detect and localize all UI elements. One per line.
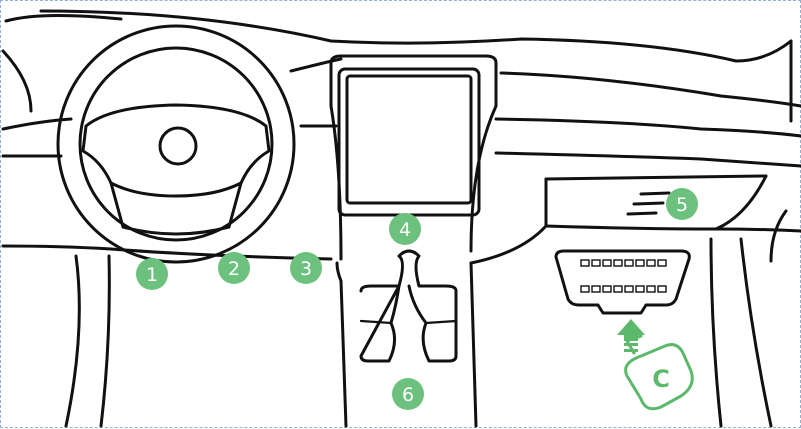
glovebox-handle-line-bottom [626,211,658,216]
glovebox-handle [626,191,671,216]
lower-dash-right [469,224,548,265]
left-floor-line-a [64,254,81,428]
spoke-bottom [121,225,231,236]
marker-5: 5 [666,188,698,220]
obd-pin [646,285,656,293]
obd-pin [591,285,601,293]
insert-arrow-head [617,319,645,341]
marker-5-label: 5 [676,194,688,216]
right-door-edge [769,209,788,263]
obd-pin [602,285,612,293]
dash-top-left [289,57,343,73]
gear-shifter-left-panel [359,284,401,363]
obd-pins-bottom-row [580,285,667,293]
marker-4: 4 [389,213,421,245]
steering-wheel-rim-outer [56,24,296,264]
glovebox-handle-line-mid [632,201,665,206]
glovebox-right [714,174,768,231]
marker-1: 1 [136,258,168,290]
obd-pin [580,285,590,293]
obd-pin [591,259,601,267]
obd-pin [646,259,656,267]
obd-pin [624,259,634,267]
steering-wheel-rim-inner [78,46,274,242]
right-floor-line-a [709,237,723,428]
connector-letter: C [652,365,670,393]
left-trim-top [1,117,73,131]
windshield-left-top [4,13,123,23]
obd-pin [602,259,612,267]
left-floor-line-b [99,254,111,428]
dash-top-right [499,71,801,108]
lower-dash-left [1,244,113,251]
obd-port [554,249,691,315]
obd-pins-top-row [580,259,667,267]
insert-arrow-bar-1 [624,343,638,346]
obd-pin [580,259,590,267]
marker-3-label: 3 [300,258,312,280]
connector-plug-tip [625,334,643,355]
dashboard-outline [1,9,801,428]
obd-pin [613,285,623,293]
obd-pin [657,259,667,267]
connector-plug-body [624,343,694,411]
gear-divider-left [359,319,393,325]
right-trim-bottom [494,151,801,168]
marker-2-label: 2 [228,258,240,280]
gear-divider-right [424,319,458,325]
steering-wheel-center [158,126,198,166]
marker-3: 3 [290,252,322,284]
obd-pin [657,285,667,293]
console-outline-right [329,54,498,253]
spoke-right [227,181,243,229]
screen-frame [337,67,481,217]
windshield-edge [39,9,793,63]
obd-connector: C [617,319,694,411]
spoke-left [109,181,125,229]
marker-1-label: 1 [146,264,158,286]
right-trim-top [494,117,801,138]
steering-wheel [56,24,296,264]
obd-port-housing [554,249,691,315]
screen-display [345,74,473,205]
gear-shifter-outline [359,249,458,363]
left-pillar [1,49,33,113]
right-floor-line-b [739,237,773,428]
marker-6-label: 6 [402,384,414,406]
obd-pin [624,285,634,293]
glovebox-top [544,174,768,181]
marker-6: 6 [392,378,424,410]
glovebox-handle-line-top [639,191,671,196]
tunnel-left [335,261,348,428]
glovebox-bottom [544,224,801,233]
marker-4-label: 4 [399,219,411,241]
marker-2: 2 [218,252,250,284]
obd-pin [613,259,623,267]
tunnel-right [469,261,478,428]
obd-pin [635,285,645,293]
obd-pin [635,259,645,267]
